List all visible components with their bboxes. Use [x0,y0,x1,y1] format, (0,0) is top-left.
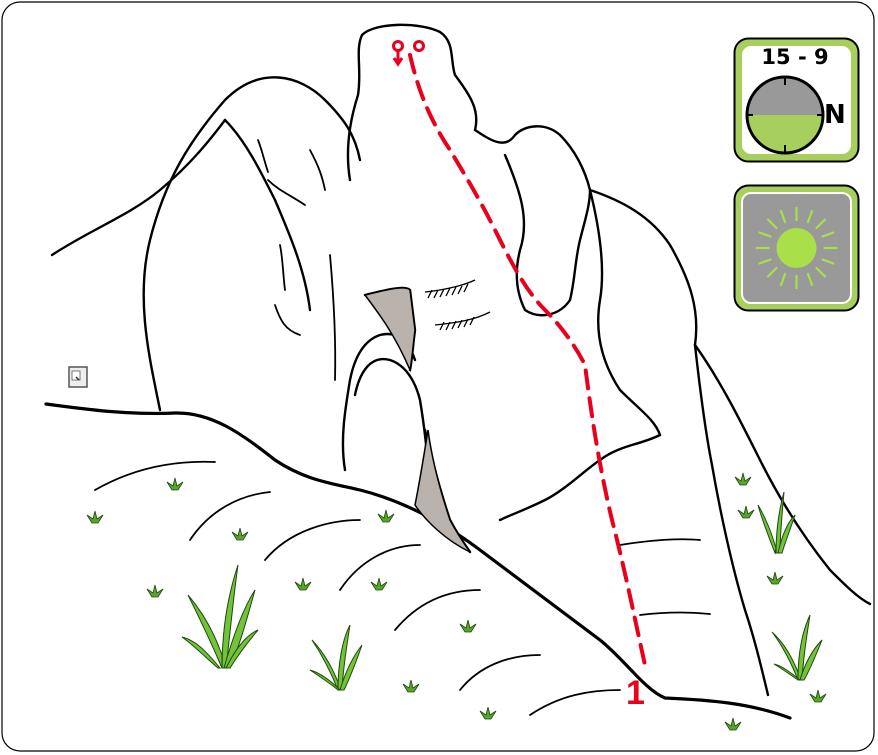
route-line [410,55,645,665]
rock-detail [280,245,285,290]
rock-outline [695,345,870,604]
shade-time-label: 15 - 9 [745,45,845,69]
grass-small-icon [87,511,103,523]
grass-small-icon [767,572,783,584]
grass-large-icon [758,492,795,553]
document-icon [66,365,90,389]
grass-small-icon [295,578,311,590]
grass-small-icon [403,680,419,692]
grass-large-icon [182,565,258,668]
shaded-crack [415,430,470,552]
rock-detail [310,150,325,190]
rock-outline [695,345,768,695]
rock-outline [52,120,225,255]
grass-small-icon [725,718,741,730]
slope-arc [265,520,360,560]
grass-small-icon [460,620,476,632]
rock-outline [355,359,430,490]
slope-arc [190,492,270,540]
rock-outline [144,77,360,410]
grass-small-icon [480,707,496,719]
slope-arc [620,539,700,545]
rock-outline [475,126,696,345]
route-number-label: 1 [626,676,645,710]
rock-hold [435,312,490,330]
shaded-crack [365,288,415,370]
rock-outline [500,435,660,520]
slope-arc [640,613,710,615]
rock-detail [268,180,305,205]
grass-small-icon [232,528,248,540]
slope-arc [95,462,215,490]
wall-direction-label: N [824,100,846,130]
slope-arc [460,655,540,690]
compass-half-icon [747,77,823,153]
grass-small-icon [378,510,394,522]
grass-small-icon [738,506,754,518]
grass-large-icon [772,615,822,680]
rock-detail [330,255,335,380]
grass-small-icon [735,473,751,485]
sun-exposure-badge [733,184,860,312]
rock-outline [505,155,590,315]
grass-small-icon [810,690,826,702]
slope-arc [530,690,620,715]
sun-icon [757,208,837,288]
rock-detail [275,305,300,335]
grass-small-icon [371,578,387,590]
grass-small-icon [147,585,163,597]
grass-small-icon [167,478,183,490]
rock-outline [348,25,476,180]
anchor-icon [394,42,424,65]
rock-hold [425,280,475,298]
rock-outline [225,120,310,310]
grass-large-icon [310,625,362,690]
ground-line [46,404,790,718]
rock-detail [258,140,268,172]
rock-outline [590,190,660,435]
